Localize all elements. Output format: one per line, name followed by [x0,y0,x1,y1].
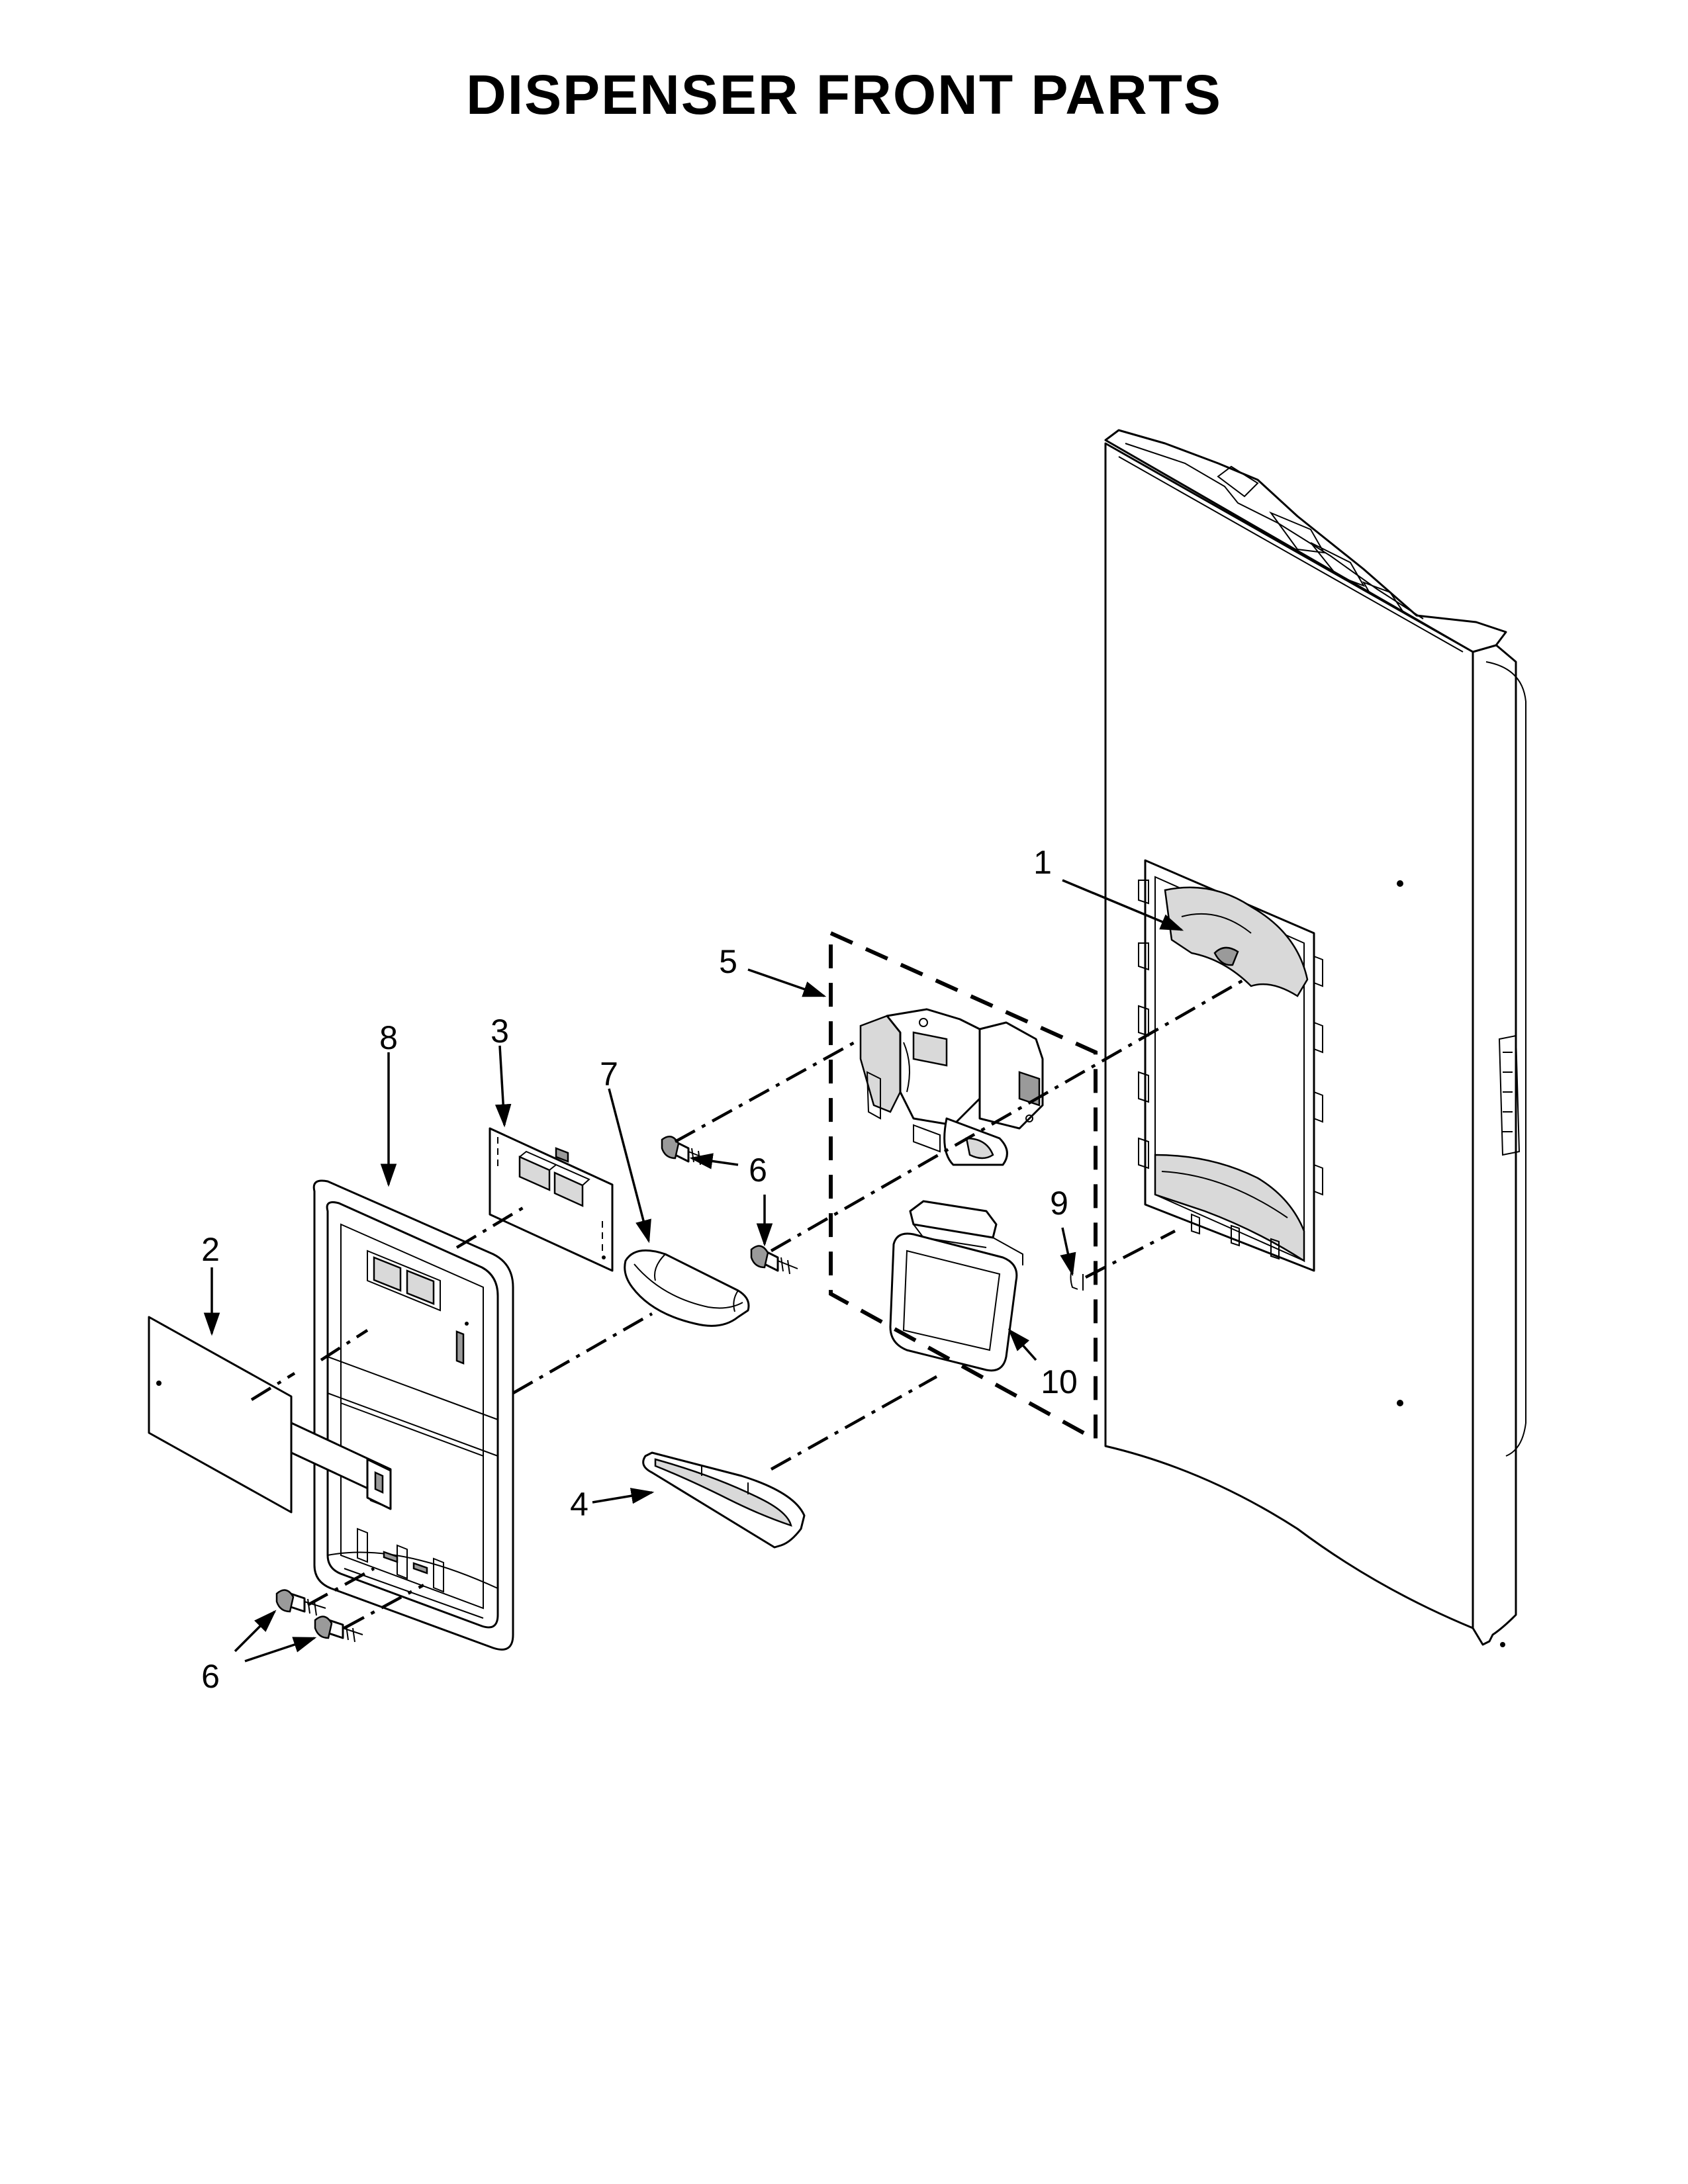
callout-leaders [203,879,1184,1662]
screw-lower-right [314,1615,363,1643]
dispenser-actuator-assembly [859,1008,1044,1166]
light-lens [624,1249,750,1327]
callout-3: 3 [491,1013,509,1050]
callout-8: 8 [379,1019,398,1056]
dispenser-label [148,1316,392,1514]
callout-4: 4 [570,1486,588,1523]
callout-6-lower: 6 [201,1658,220,1695]
drip-tray-cover [642,1451,806,1549]
alignment-lines [250,978,1246,1629]
dispenser-paddle [889,1200,1023,1372]
diagram-title: DISPENSER FRONT PARTS [466,64,1222,126]
freezer-door [1104,429,1526,1647]
callout-labels: 1 5 3 7 8 6 9 2 10 4 6 [201,844,1078,1695]
assembly-boundary-box [829,930,1098,1443]
control-board [489,1127,614,1272]
callout-7: 7 [600,1056,618,1093]
callout-10: 10 [1041,1363,1078,1400]
callout-5: 5 [719,943,737,980]
callout-6-upper: 6 [749,1152,767,1189]
screw-middle [750,1245,798,1275]
callout-2: 2 [201,1231,220,1268]
dispenser-front-frame [312,1179,514,1651]
screw-lower-left [275,1589,326,1616]
door-dispenser-recess [1138,859,1323,1272]
callout-9: 9 [1050,1185,1068,1222]
callout-1: 1 [1033,844,1052,881]
